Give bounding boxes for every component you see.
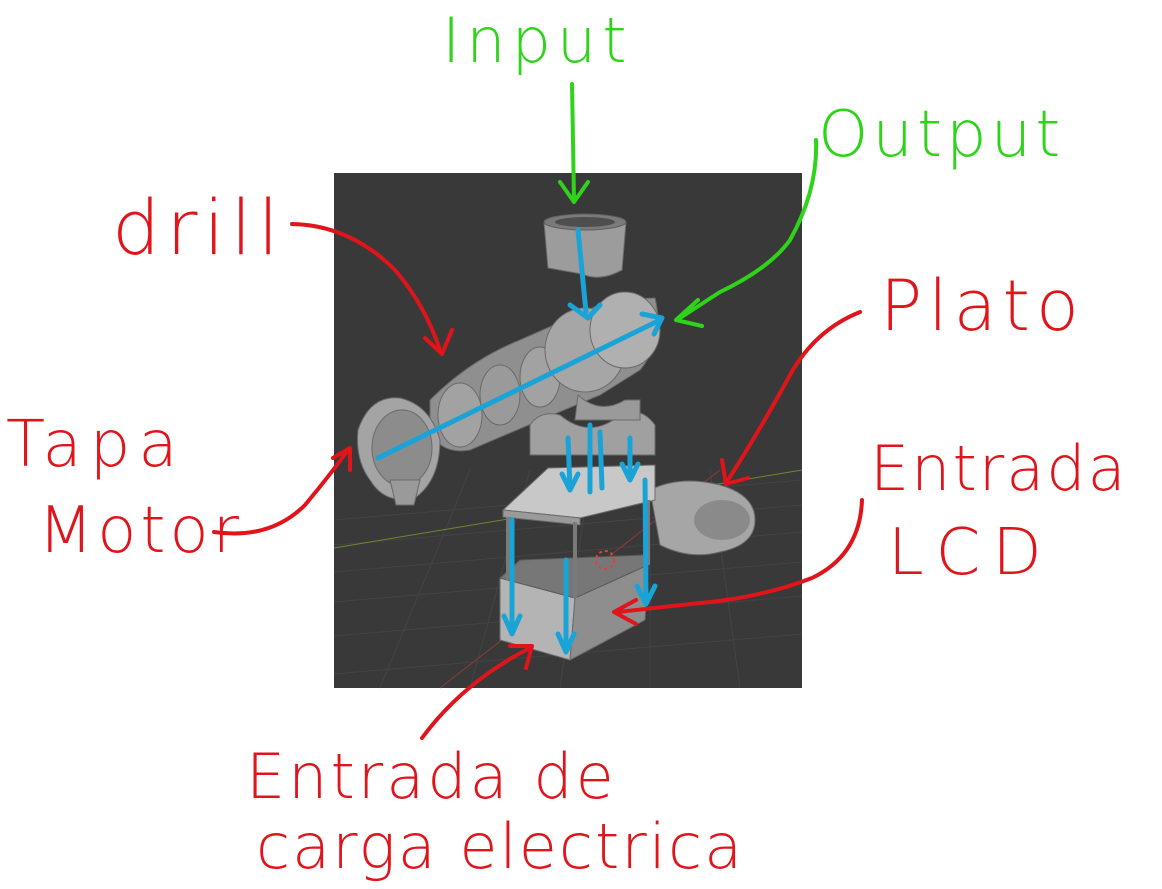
entrada-carga-label-line2: carga electrica: [256, 810, 744, 883]
input-label: Input: [442, 4, 633, 77]
electronics-box-part: [498, 464, 656, 661]
plato-part: [649, 480, 756, 556]
entrada-lcd-label-line2: LCD: [888, 516, 1054, 590]
viewport-screenshot: [333, 173, 803, 689]
input-arrow: [570, 82, 576, 202]
entrada-carga-arrow: [420, 646, 532, 740]
drill-label: drill: [112, 183, 285, 272]
plato-arrow: [726, 310, 862, 482]
drill-arrow: [290, 222, 442, 352]
output-label: Output: [818, 98, 1064, 172]
drill-screw-part: [429, 291, 661, 452]
blue-flow-arrows: [375, 227, 665, 655]
input-funnel-part: [543, 213, 627, 278]
output-arrow: [678, 138, 819, 320]
tapa-motor-label-line2: Motor: [38, 494, 243, 568]
3d-cursor-icon: [595, 550, 615, 570]
entrada-lcd-label-line1: Entrada: [870, 432, 1128, 505]
red-annotations: [212, 222, 864, 740]
tapa-motor-arrow: [212, 448, 350, 536]
green-annotations: [558, 82, 819, 328]
entrada-lcd-arrow: [616, 498, 864, 614]
entrada-carga-label-line1: Entrada de: [246, 740, 617, 813]
tapa-motor-label-line1: Tapa: [6, 408, 186, 482]
plato-label: Plato: [880, 265, 1085, 347]
